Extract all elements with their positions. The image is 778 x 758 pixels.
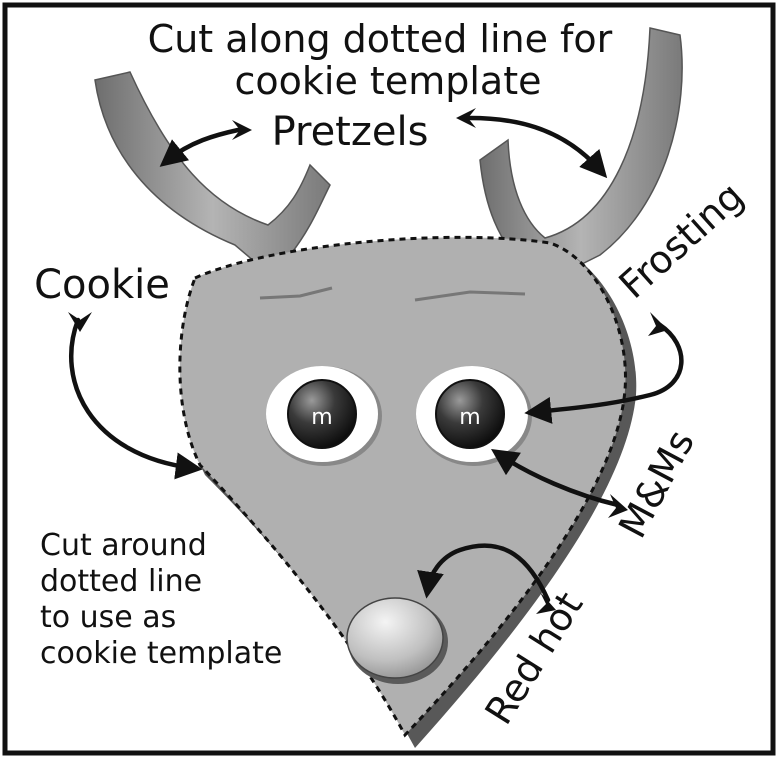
note-line-4: cookie template: [40, 636, 282, 671]
note-line-3: to use as: [40, 600, 176, 635]
note-line-1: Cut around: [40, 528, 207, 563]
arrow-pretzels-left: [168, 130, 238, 160]
red-hot-candy: [347, 598, 443, 678]
eye-left: m: [266, 366, 382, 466]
mm-letter-left: m: [311, 405, 332, 430]
label-cookie: Cookie: [34, 262, 170, 308]
title-line-1: Cut along dotted line for: [148, 17, 613, 61]
note-line-2: dotted line: [40, 564, 202, 599]
label-pretzels: Pretzels: [272, 109, 429, 155]
eye-right: m: [416, 366, 532, 466]
title-line-2: cookie template: [235, 59, 542, 103]
arrow-cookie: [71, 320, 192, 468]
mm-letter-right: m: [459, 405, 480, 430]
